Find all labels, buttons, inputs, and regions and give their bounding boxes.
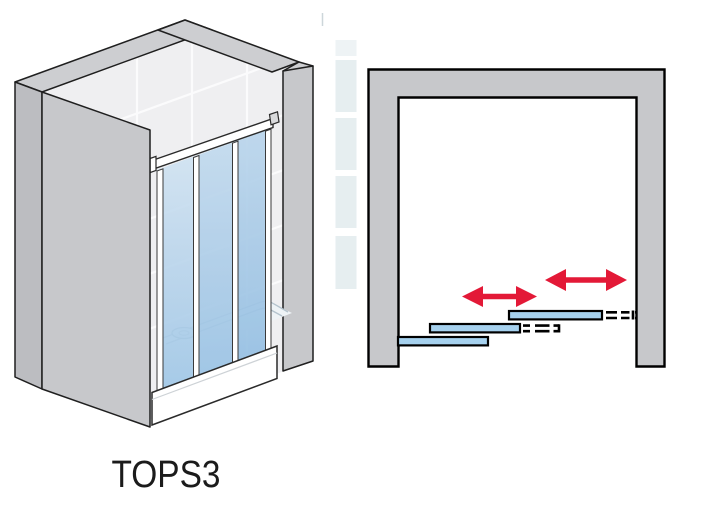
door-left-stile [156,168,164,394]
left-wall-end-face [14,81,43,390]
right-wall [282,65,314,372]
strip-square [335,236,357,289]
product-label: TOPS3 [111,454,221,496]
door-mullion-2 [232,140,239,366]
strip-square [335,40,357,56]
left-wall-front-face [41,91,151,428]
glass-panel-area [157,128,271,391]
sliding-panel-2 [428,322,522,334]
glass-panel-middle-tint [199,141,238,376]
door-right-stile [265,128,272,354]
sliding-panel-1 [507,309,604,321]
strip-square [335,176,357,228]
shower-isometric-view [14,19,314,428]
strip-square [335,118,357,170]
slide-arrow-left-icon [462,286,537,307]
glass-panel-right-tint [238,128,271,362]
sliding-glass-door [149,111,280,427]
rail-left-bracket [149,155,157,174]
rail-right-bracket [268,111,280,126]
sliding-schematic [367,68,666,368]
phantom-outline-panel-2 [523,324,561,333]
door-mullion-1 [193,154,200,380]
accent-tile-strip [321,13,357,289]
phantom-outline-panel-1 [606,310,637,320]
back-wall-top-rim [157,19,300,73]
niche-frame [367,68,666,368]
strip-square [335,60,357,112]
slide-arrow-right-icon [545,269,627,291]
fixed-panel-3 [396,335,490,347]
tray-front-sill [151,344,278,427]
